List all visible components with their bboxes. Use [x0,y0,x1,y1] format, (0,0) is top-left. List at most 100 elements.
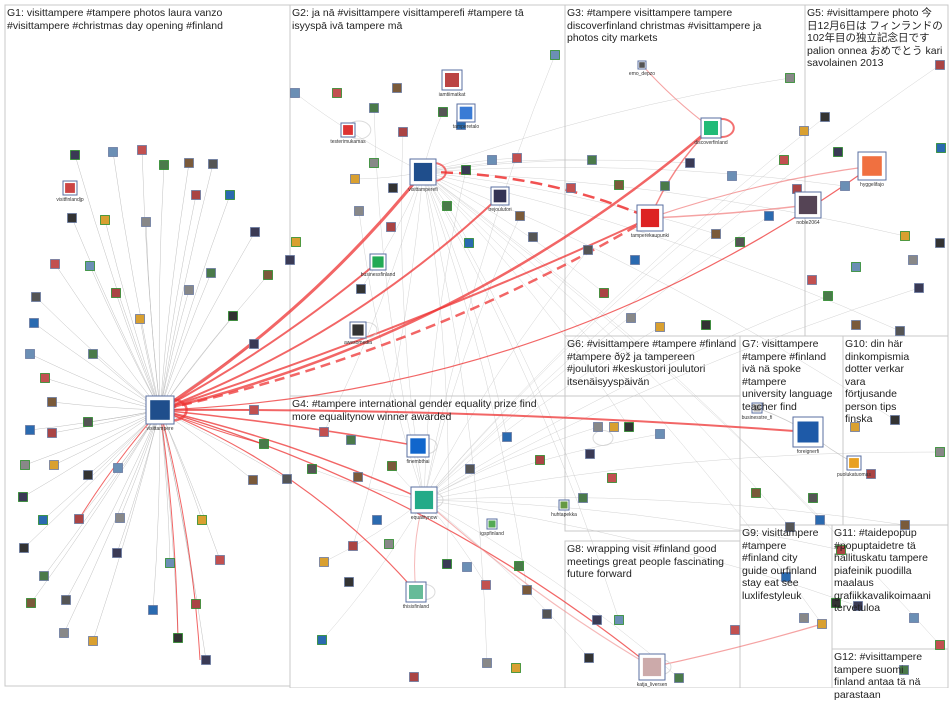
graph-node[interactable] [165,558,175,568]
graph-node[interactable] [111,288,121,298]
node-awesomedia[interactable]: awesomedia [344,321,372,346]
graph-node[interactable] [201,655,211,665]
graph-node[interactable] [815,515,825,525]
graph-node[interactable] [259,439,269,449]
node-businesstre-fi[interactable]: businesstre_fi [742,402,773,421]
node-visittampere[interactable]: visittampere [145,395,175,432]
graph-node[interactable] [711,229,721,239]
graph-node[interactable] [481,580,491,590]
graph-node[interactable] [935,640,945,650]
graph-node[interactable] [409,672,419,682]
graph-node[interactable] [100,215,110,225]
node-equalitynow[interactable]: equalitynow [410,486,438,521]
graph-node[interactable] [386,222,396,232]
graph-node[interactable] [853,601,863,611]
graph-node[interactable] [851,320,861,330]
graph-node[interactable] [115,513,125,523]
graph-node[interactable] [727,171,737,181]
graph-node[interactable] [85,261,95,271]
graph-node[interactable] [512,153,522,163]
node-discoverfinland[interactable]: discoverfinland [694,117,728,146]
graph-node[interactable] [285,255,295,265]
graph-node[interactable] [515,211,525,221]
graph-node[interactable] [599,288,609,298]
node-puolukatuomas[interactable]: puolukatuomas [837,455,871,478]
graph-node[interactable] [19,543,29,553]
graph-node[interactable] [624,422,634,432]
graph-node[interactable] [799,613,809,623]
graph-node[interactable] [936,143,946,153]
graph-node[interactable] [20,460,30,470]
graph-node[interactable] [593,422,603,432]
graph-node[interactable] [112,548,122,558]
graph-node[interactable] [851,262,861,272]
graph-node[interactable] [307,464,317,474]
graph-node[interactable] [173,633,183,643]
graph-node[interactable] [248,475,258,485]
graph-node[interactable] [369,103,379,113]
graph-node[interactable] [542,609,552,619]
graph-node[interactable] [655,322,665,332]
graph-node[interactable] [369,158,379,168]
graph-node[interactable] [528,232,538,242]
graph-node[interactable] [730,625,740,635]
graph-node[interactable] [88,636,98,646]
graph-node[interactable] [831,598,841,608]
graph-node[interactable] [850,422,860,432]
graph-node[interactable] [461,165,471,175]
graph-node[interactable] [141,217,151,227]
graph-node[interactable] [148,605,158,615]
graph-node[interactable] [319,557,329,567]
graph-node[interactable] [583,245,593,255]
graph-node[interactable] [807,275,817,285]
graph-node[interactable] [779,155,789,165]
graph-node[interactable] [607,473,617,483]
graph-node[interactable] [372,515,382,525]
graph-node[interactable] [191,190,201,200]
graph-node[interactable] [785,73,795,83]
graph-node[interactable] [135,314,145,324]
graph-node[interactable] [387,461,397,471]
graph-node[interactable] [346,435,356,445]
graph-node[interactable] [384,539,394,549]
node-tamperekaupunki[interactable]: tamperekaupunki [631,204,669,239]
graph-node[interactable] [70,150,80,160]
graph-node[interactable] [353,472,363,482]
graph-node[interactable] [808,493,818,503]
graph-node[interactable] [88,349,98,359]
graph-node[interactable] [59,628,69,638]
graph-node[interactable] [332,88,342,98]
graph-node[interactable] [250,227,260,237]
graph-node[interactable] [74,514,84,524]
graph-node[interactable] [614,180,624,190]
node-finembthai[interactable]: finembthai [406,434,430,465]
graph-node[interactable] [50,259,60,269]
graph-node[interactable] [108,147,118,157]
graph-node[interactable] [348,541,358,551]
graph-node[interactable] [26,598,36,608]
graph-node[interactable] [535,455,545,465]
graph-node[interactable] [442,559,452,569]
graph-node[interactable] [319,427,329,437]
node-testerimukamas[interactable]: testerimukamas [330,122,366,145]
node-igspfinland[interactable]: igspfinland [480,518,504,537]
graph-node[interactable] [584,653,594,663]
graph-node[interactable] [820,112,830,122]
graph-node[interactable] [900,520,910,530]
graph-node[interactable] [566,183,576,193]
graph-node[interactable] [674,673,684,683]
graph-node[interactable] [388,183,398,193]
graph-node[interactable] [18,492,28,502]
graph-node[interactable] [799,126,809,136]
graph-node[interactable] [550,50,560,60]
graph-node[interactable] [39,571,49,581]
node-foreignerfi[interactable]: foreignerfi [792,416,824,455]
node-emo-depzo[interactable]: emo_depzo [629,60,655,77]
graph-node[interactable] [578,493,588,503]
graph-node[interactable] [83,417,93,427]
graph-node[interactable] [225,190,235,200]
node-hyggelifajo[interactable]: hyggelifajo [857,151,887,188]
graph-node[interactable] [900,231,910,241]
graph-node[interactable] [197,515,207,525]
node-thisisfinland[interactable]: thisisfinland [403,581,429,610]
